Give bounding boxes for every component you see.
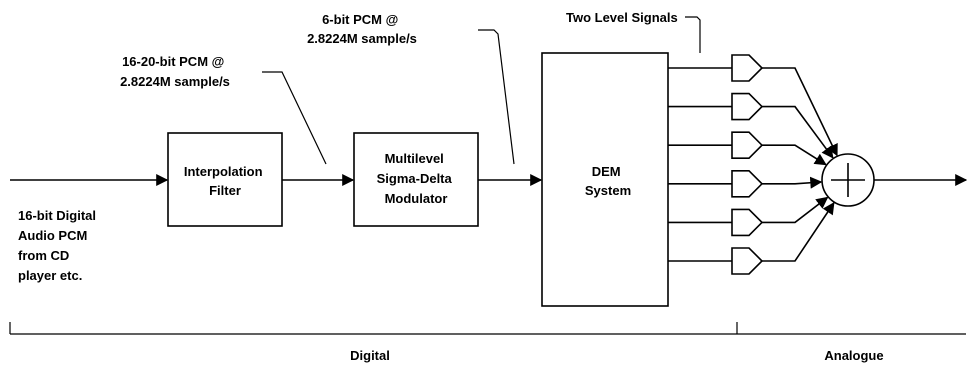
analogue-domain-label: Analogue xyxy=(824,348,883,363)
digital-domain-label: Digital xyxy=(350,348,390,363)
dac-to-sum-arrow xyxy=(762,176,823,189)
two-level-leader xyxy=(685,16,701,53)
interpolation-filter-label: Interpolation Filter xyxy=(184,164,266,198)
dac-to-sum-arrow xyxy=(762,196,829,224)
dac-group xyxy=(668,54,838,275)
two-level-signals-label: Two Level Signals xyxy=(566,10,678,25)
dac-to-sum-arrow xyxy=(762,67,838,157)
dem-system-label: DEM System xyxy=(585,164,631,198)
dac-buffer xyxy=(731,247,764,275)
dac-to-sum-arrow xyxy=(762,105,834,159)
dac-buffer xyxy=(731,170,764,198)
interpolation-filter-block xyxy=(167,132,283,227)
dem-system-block xyxy=(541,52,669,307)
dac-buffer xyxy=(731,54,764,82)
sigma-delta-modulator-block xyxy=(353,132,479,227)
dac-buffer xyxy=(731,131,764,159)
pcm-6-leader xyxy=(478,29,515,165)
dac-to-sum-arrow xyxy=(762,202,835,262)
dac-buffer xyxy=(731,92,764,121)
pcm-16-20-leader xyxy=(262,71,327,165)
pcm-6-label: 6-bit PCM @ 2.8224M sample/s xyxy=(307,12,417,46)
pcm-16-20-label: 16-20-bit PCM @ 2.8224M sample/s xyxy=(120,54,230,89)
dac-to-sum-arrow xyxy=(762,144,827,166)
modulator-label: Multilevel Sigma-Delta Modulator xyxy=(377,151,456,206)
dac-buffer xyxy=(731,208,764,237)
input-label: 16-bit Digital Audio PCM from CD player … xyxy=(18,208,100,283)
